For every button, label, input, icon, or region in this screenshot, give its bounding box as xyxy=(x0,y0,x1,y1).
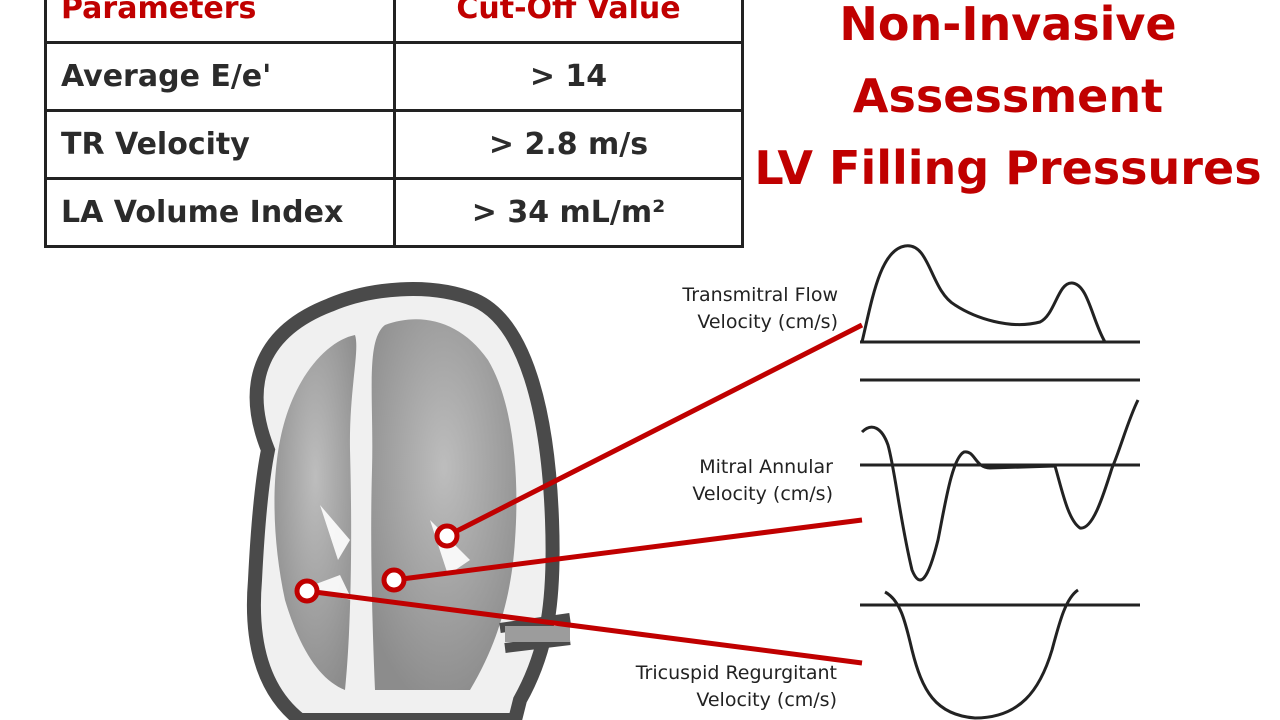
connector-tricuspid xyxy=(306,588,863,666)
page-title: Non-Invasive Assessment LV Filling Press… xyxy=(748,0,1268,204)
row-parameter: TR Velocity xyxy=(44,109,396,180)
connector-transmitral xyxy=(445,322,864,539)
row-parameter: Average E/e' xyxy=(44,41,396,112)
marker-annular xyxy=(381,567,407,593)
title-line-2: Assessment xyxy=(852,69,1164,123)
header-cutoff: Cut-Off Value xyxy=(393,0,744,44)
row-parameter: LA Volume Index xyxy=(44,177,396,248)
table-row: Average E/e' > 14 xyxy=(44,41,744,112)
label-annular-line2: Velocity (cm/s) xyxy=(692,483,833,505)
row-cutoff: > 14 xyxy=(393,41,744,112)
label-tricuspid-line2: Velocity (cm/s) xyxy=(696,689,837,711)
label-tricuspid: Tricuspid Regurgitant Velocity (cm/s) xyxy=(580,660,837,714)
marker-tricuspid xyxy=(294,578,320,604)
label-transmitral-line2: Velocity (cm/s) xyxy=(697,311,838,333)
connector-lines xyxy=(306,322,864,666)
table-header-row: Parameters Cut-Off Value xyxy=(44,0,744,44)
transmitral-trace xyxy=(860,244,1140,344)
label-transmitral: Transmitral Flow Velocity (cm/s) xyxy=(600,282,838,336)
row-cutoff: > 34 mL/m² xyxy=(393,177,744,248)
marker-transmitral xyxy=(434,523,460,549)
annular-waveform xyxy=(860,399,1140,582)
title-line-1: Non-Invasive xyxy=(839,0,1177,51)
title-line-3: LV Filling Pressures xyxy=(754,141,1262,195)
connector-annular xyxy=(393,517,863,583)
table-row: TR Velocity > 2.8 m/s xyxy=(44,109,744,180)
header-parameters: Parameters xyxy=(44,0,396,44)
label-transmitral-line1: Transmitral Flow xyxy=(682,284,838,306)
transmitral-waveform xyxy=(860,244,1107,343)
heart-illustration xyxy=(246,282,571,720)
tricuspid-trace xyxy=(860,588,1140,720)
vessel-lumen xyxy=(505,626,570,642)
label-annular: Mitral Annular Velocity (cm/s) xyxy=(600,454,833,508)
parameters-table: Parameters Cut-Off Value Average E/e' > … xyxy=(44,0,744,248)
tricuspid-waveform xyxy=(884,588,1079,720)
label-tricuspid-line1: Tricuspid Regurgitant xyxy=(635,662,837,684)
left-ventricle xyxy=(371,319,517,690)
table-row: LA Volume Index > 34 mL/m² xyxy=(44,177,744,248)
annular-trace xyxy=(860,378,1140,582)
right-ventricle xyxy=(274,335,357,690)
label-annular-line1: Mitral Annular xyxy=(699,456,833,478)
row-cutoff: > 2.8 m/s xyxy=(393,109,744,180)
